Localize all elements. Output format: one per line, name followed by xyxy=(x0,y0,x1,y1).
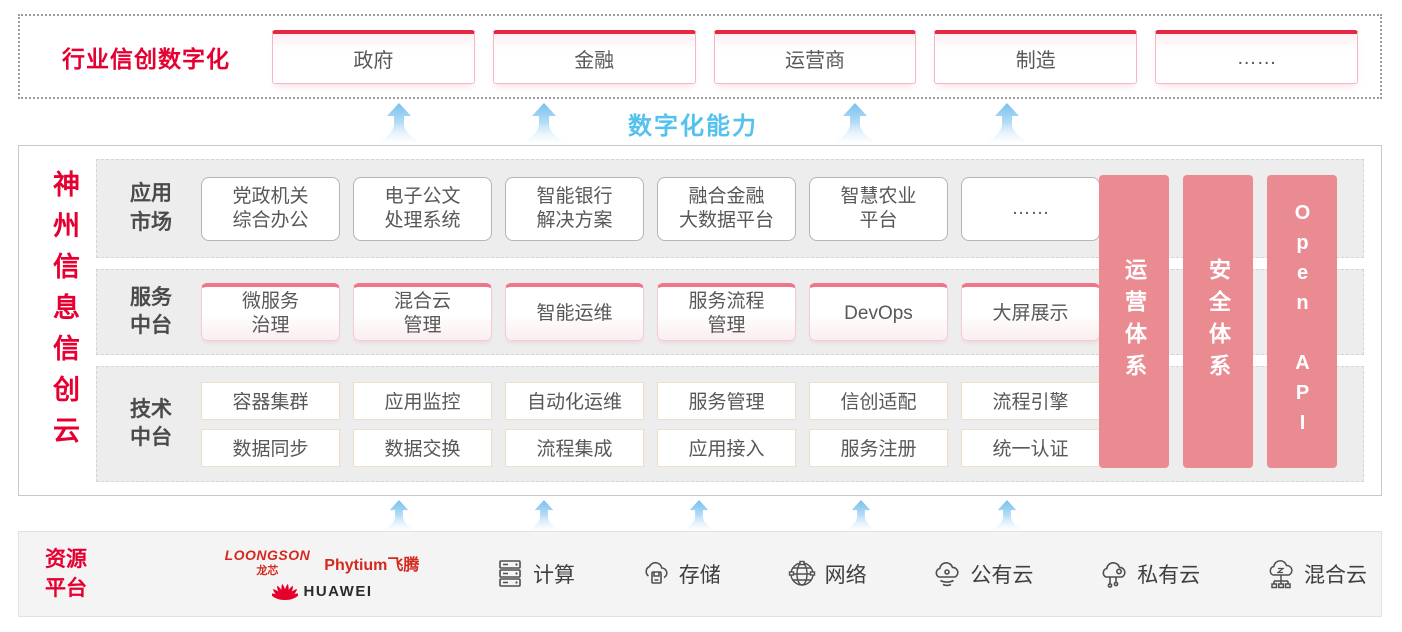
service-box: 服务流程 管理 xyxy=(657,283,796,341)
app-box: 融合金融 大数据平台 xyxy=(657,176,796,241)
industry-box-manufacturing: 制造 xyxy=(934,29,1138,84)
app-box: 智能银行 解决方案 xyxy=(505,176,644,241)
tech-box: 应用监控 xyxy=(353,381,492,420)
tech-box: 流程引擎 xyxy=(961,381,1100,420)
app-box: 电子公文 处理系统 xyxy=(353,176,492,241)
industry-box-finance: 金融 xyxy=(492,29,696,84)
huawei-flower-icon xyxy=(271,583,298,601)
loongson-logo: LOONGSON 龙芯 xyxy=(224,547,311,577)
private-cloud-icon xyxy=(1102,562,1126,588)
resource-item-list: 计算 存储 网络 xyxy=(493,557,1367,591)
huawei-logo: HUAWEI xyxy=(271,581,373,601)
storage-cloud-icon xyxy=(645,561,668,584)
resource-item-storage: 存储 xyxy=(639,557,721,591)
tech-box: 流程集成 xyxy=(505,428,644,467)
up-arrow-icon xyxy=(986,103,1028,143)
tech-box: 自动化运维 xyxy=(505,381,644,420)
row-tech-platform: 技术 中台 容器集群 应用监控 自动化运维 服务管理 信创适配 流程引擎 数据同… xyxy=(96,366,1364,482)
up-arrow-icon xyxy=(523,103,565,143)
resource-item-compute: 计算 xyxy=(493,557,575,591)
hybrid-cloud-icon xyxy=(1269,560,1293,589)
service-box: 混合云 管理 xyxy=(353,283,492,341)
sidebar-operation-system: 运营体系 xyxy=(1099,175,1169,468)
industry-band-title: 行业信创数字化 xyxy=(62,45,230,72)
public-cloud-icon xyxy=(935,562,960,587)
up-arrow-icon xyxy=(990,500,1024,531)
platform-panel: 神州信息信创云 应用 市场 党政机关 综合办公 电子公文 处理系统 智能银行 解… xyxy=(18,145,1382,496)
row-service-platform: 服务 中台 微服务 治理 混合云 管理 智能运维 服务流程 管理 DevOps … xyxy=(96,269,1364,355)
tech-box: 数据同步 xyxy=(201,428,340,467)
service-box: DevOps xyxy=(809,283,948,341)
up-arrow-icon xyxy=(834,103,876,143)
industry-box-government: 政府 xyxy=(272,29,475,84)
resource-title: 资源 平台 xyxy=(45,547,87,600)
resource-item-network: 网络 xyxy=(785,557,867,591)
up-arrow-icon xyxy=(844,500,878,531)
tech-box: 容器集群 xyxy=(201,381,340,420)
up-arrow-icon xyxy=(378,103,420,143)
industry-box-carrier: 运营商 xyxy=(713,29,917,84)
up-arrow-icon xyxy=(527,500,561,531)
service-box: 微服务 治理 xyxy=(201,283,340,341)
capability-label: 数字化能力 xyxy=(628,113,758,140)
sidebar-security-system: 安全体系 xyxy=(1183,175,1253,468)
tech-box: 信创适配 xyxy=(809,381,948,420)
industry-box-list: 政府 金融 运营商 制造 …… xyxy=(272,29,1358,84)
row-app-market: 应用 市场 党政机关 综合办公 电子公文 处理系统 智能银行 解决方案 融合金融… xyxy=(96,159,1364,258)
phytium-logo: Phytium飞腾 xyxy=(324,557,420,574)
tech-box: 服务管理 xyxy=(657,381,796,420)
resource-panel: 资源 平台 LOONGSON 龙芯 Phytium飞腾 xyxy=(18,531,1382,617)
industry-box-more: …… xyxy=(1155,29,1358,84)
up-arrow-icon xyxy=(682,500,716,531)
server-icon xyxy=(499,560,521,587)
resource-item-public-cloud: 公有云 xyxy=(930,557,1033,591)
app-box: 党政机关 综合办公 xyxy=(201,176,340,241)
up-arrow-icon xyxy=(382,500,416,531)
resource-item-hybrid-cloud: 混合云 xyxy=(1264,557,1367,591)
service-box: 智能运维 xyxy=(505,283,644,341)
service-box: 大屏展示 xyxy=(961,283,1100,341)
tech-box: 服务注册 xyxy=(809,428,948,467)
row-label-service: 服务 中台 xyxy=(130,285,172,337)
vendor-logos: LOONGSON 龙芯 Phytium飞腾 xyxy=(197,547,447,601)
industry-band: 行业信创数字化 政府 金融 运营商 制造 …… xyxy=(18,14,1382,99)
network-globe-icon xyxy=(788,560,815,586)
tech-box: 数据交换 xyxy=(353,428,492,467)
app-box: 智慧农业 平台 xyxy=(809,176,948,241)
tech-box: 统一认证 xyxy=(961,428,1100,467)
platform-title: 神州信息信创云 xyxy=(49,170,79,457)
tech-box: 应用接入 xyxy=(657,428,796,467)
resource-item-private-cloud: 私有云 xyxy=(1097,557,1200,591)
row-label-app-market: 应用 市场 xyxy=(130,182,172,234)
sidebar-open-api: Open API xyxy=(1267,175,1337,468)
row-label-tech: 技术 中台 xyxy=(130,397,172,449)
app-box-more: …… xyxy=(961,176,1100,241)
